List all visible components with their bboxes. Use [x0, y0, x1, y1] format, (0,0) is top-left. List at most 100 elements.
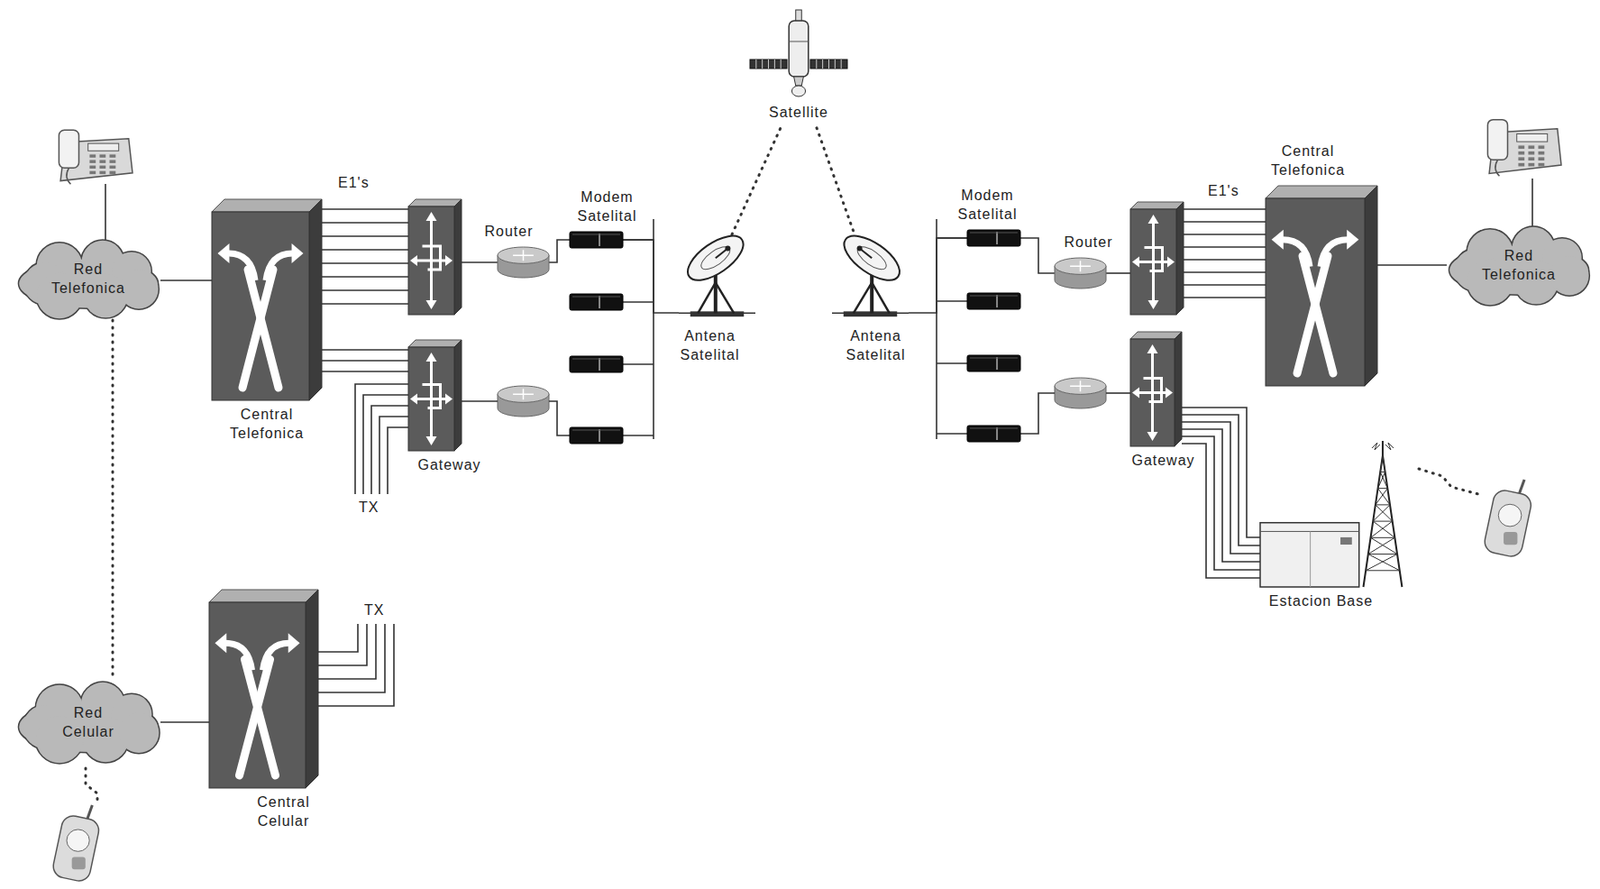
- gateway: Gateway: [1130, 331, 1182, 447]
- cabinet-line: [1260, 530, 1360, 532]
- phone-key: [1517, 151, 1525, 156]
- switch-front: [1265, 198, 1365, 386]
- tower-brace: [1365, 569, 1400, 571]
- phone-key: [1527, 145, 1535, 149]
- gateway: [408, 199, 462, 315]
- satellite-modem: [967, 229, 1021, 247]
- tx-line: [363, 394, 409, 494]
- node-label: Red Celular: [62, 704, 115, 742]
- modem-divider: [598, 429, 601, 442]
- antenna-dish: [836, 227, 906, 289]
- tower-brace: [1371, 537, 1399, 554]
- router: [497, 385, 549, 417]
- switch-arrow: [228, 253, 256, 281]
- cloud-network: Red Telefonica: [16, 238, 161, 320]
- antenna-feed: [724, 246, 731, 252]
- mobile-phone: [51, 804, 101, 883]
- gateway-arrow-head: [1167, 256, 1175, 268]
- base-station: Estacion Base: [1260, 440, 1404, 587]
- panel-hatch: [828, 59, 830, 69]
- phone-key: [109, 154, 117, 157]
- link-line: [160, 279, 212, 282]
- phone-handset: [58, 129, 79, 168]
- phone-key: [99, 159, 106, 163]
- e1-line: [1183, 283, 1266, 286]
- gateway-arrow-head: [1132, 256, 1140, 268]
- router-icon: [1054, 257, 1107, 289]
- phone-display: [1517, 133, 1548, 142]
- gateway-arrow-head: [445, 255, 453, 266]
- tx-line: [371, 405, 409, 494]
- phone-cord: [66, 167, 72, 184]
- gateway-top: [408, 339, 462, 348]
- gateway-cross: [413, 357, 449, 440]
- satellite-dish: [791, 85, 805, 97]
- e1-line: [321, 275, 409, 278]
- phone-key: [1517, 156, 1525, 161]
- switch-arrow-head: [288, 632, 301, 653]
- e1-line: [321, 235, 409, 238]
- mobile-body: [1482, 488, 1534, 559]
- panel-hatch: [755, 59, 757, 69]
- mobile-keypad: [1503, 531, 1518, 545]
- phone-key: [1538, 151, 1546, 156]
- tower-brace: [1375, 503, 1390, 505]
- data-line: [461, 261, 498, 264]
- phone-key: [1527, 151, 1535, 156]
- switch-cross: [247, 269, 279, 388]
- base-station-line: [1181, 414, 1261, 546]
- router-arrows: [1069, 380, 1091, 392]
- satellite-modem-stack: Modem Satelital: [569, 231, 623, 444]
- base-station-line: [1181, 429, 1261, 562]
- router-arrows: [512, 249, 534, 261]
- modem-edge: [969, 357, 1018, 359]
- node-label: Satellite: [749, 100, 848, 128]
- desk-phone: [1487, 119, 1562, 177]
- switch-arrow-head: [1346, 229, 1359, 250]
- cloud-network: Red Telefonica: [1446, 225, 1591, 307]
- switch-arrow-head: [1271, 229, 1284, 250]
- link-line: [1181, 407, 1261, 538]
- e1-line: [1183, 258, 1266, 261]
- e1-line: [321, 248, 409, 251]
- phone-key: [89, 154, 96, 157]
- base-cabinet: [1260, 522, 1360, 587]
- router: Router: [1054, 257, 1107, 289]
- modem-edge: [572, 296, 621, 298]
- switch-arrow: [265, 253, 293, 281]
- tx-line: [318, 623, 376, 679]
- tower-brace: [1372, 504, 1390, 522]
- tower-brace: [1380, 471, 1385, 473]
- modem-edge: [969, 428, 1018, 430]
- modem-divider: [996, 427, 998, 440]
- tower-brace: [1380, 471, 1388, 488]
- switch-side: [1364, 185, 1378, 386]
- telephone-switch-icon: [211, 199, 322, 401]
- gateway-bracket: [1144, 247, 1163, 272]
- modem-edge: [572, 429, 621, 431]
- telephone-switch: Central Telefonica: [211, 199, 322, 401]
- free-label: E1's: [1207, 182, 1240, 202]
- modem-divider: [598, 295, 601, 309]
- cloud-lobe: [36, 715, 83, 763]
- switch-top: [209, 589, 319, 603]
- modem-bus-stub: [622, 363, 654, 366]
- satellite-modem: [569, 427, 623, 444]
- modem-edge: [969, 232, 1018, 234]
- node-label: Gateway: [1131, 451, 1195, 471]
- gateway-front: [408, 347, 455, 451]
- modem-edge: [572, 234, 621, 236]
- phone-key: [1538, 156, 1546, 161]
- node-label: Estacion Base: [1269, 592, 1373, 612]
- phone-display: [88, 143, 119, 151]
- phone-key: [109, 171, 117, 174]
- gateway-cross: [413, 217, 449, 304]
- tower-brace: [1382, 455, 1386, 472]
- router: Router: [497, 246, 549, 278]
- satellite-antenna-icon: [678, 234, 756, 322]
- radio-link: [1418, 468, 1479, 494]
- radio-wave: [1371, 442, 1381, 450]
- free-label: TX: [358, 498, 379, 518]
- radio-link: [816, 128, 855, 235]
- gateway-side: [1174, 331, 1182, 447]
